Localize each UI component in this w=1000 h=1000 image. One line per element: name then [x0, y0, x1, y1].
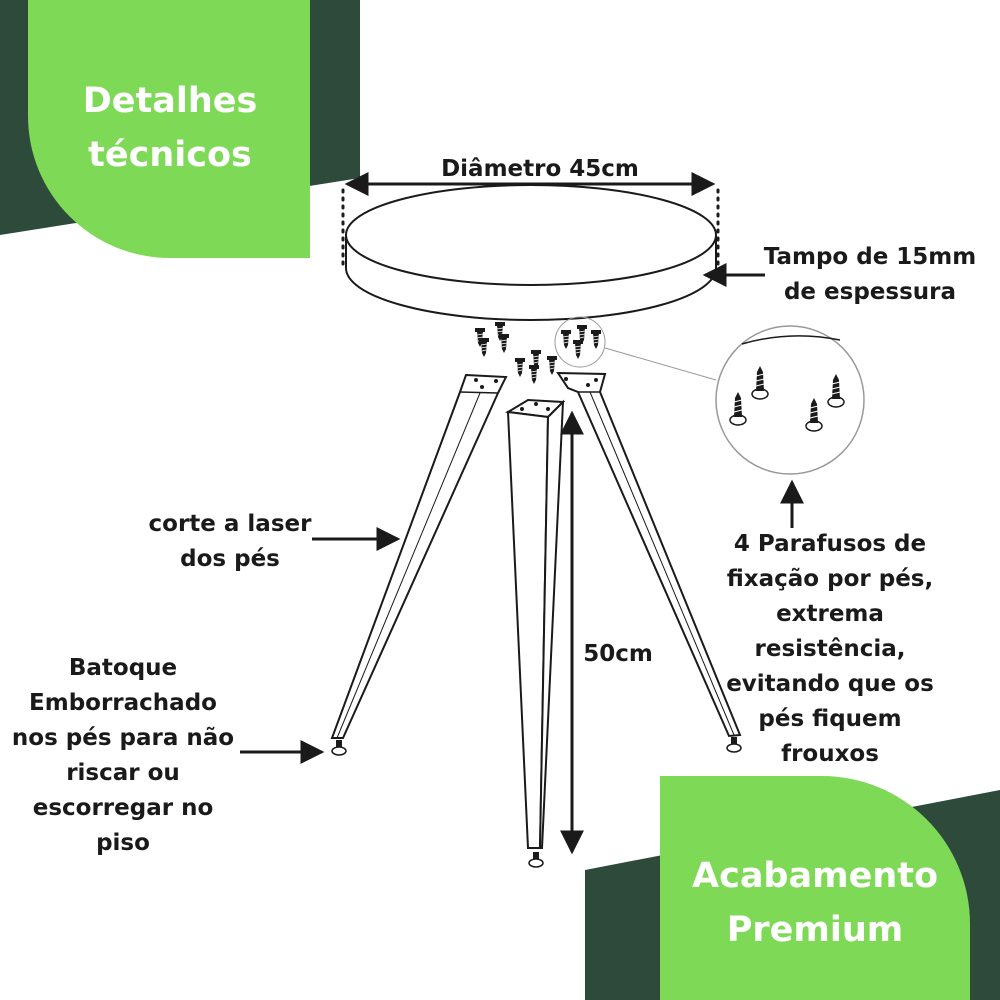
rubber-foot-icon — [331, 739, 347, 756]
top-thickness-label: Tampo de 15mm de espessura — [760, 240, 980, 310]
table-top-drawing — [345, 184, 717, 321]
label-line: 4 Parafusos de — [733, 531, 927, 557]
screws-label: 4 Parafusos de fixação por pés, extrema … — [700, 527, 960, 772]
rubber-feet-label: Batoque Emborrachado nos pés para não ri… — [0, 651, 246, 861]
laser-cut-label: corte a laser dos pés — [120, 507, 340, 577]
label-line: resistência, — [754, 636, 906, 662]
label-line: escorregar no — [32, 795, 214, 821]
badge-line: Acabamento — [691, 856, 939, 896]
label-line: evitando que os — [726, 671, 934, 697]
top-left-badge — [0, 0, 360, 258]
label-line: corte a laser — [148, 511, 312, 537]
badge-title-top-left: Detalhes técnicos — [40, 74, 300, 182]
label-line: piso — [96, 830, 150, 856]
magnifier-circle — [715, 325, 865, 475]
label-line: de espessura — [783, 279, 957, 305]
badge-line: Detalhes — [82, 81, 258, 121]
table-leg-drawing — [556, 371, 742, 738]
height-label: 50cm — [583, 641, 653, 667]
table-leg-drawing — [505, 398, 566, 849]
badge-line: Premium — [726, 910, 904, 950]
rubber-foot-icon — [528, 851, 544, 868]
light-green-circle — [660, 776, 970, 1000]
light-green-circle — [28, 0, 310, 258]
bottom-right-badge — [585, 776, 1000, 1000]
label-line: Tampo de 15mm — [763, 244, 977, 270]
label-line: Emborrachado — [29, 690, 217, 716]
badge-line: técnicos — [88, 135, 252, 175]
label-line: nos pés para não — [11, 725, 235, 751]
label-line: fixação por pés, — [726, 566, 934, 592]
label-line: Batoque — [68, 655, 178, 681]
magnifier-connector — [604, 347, 717, 381]
table-leg-drawing — [330, 373, 508, 739]
label-line: extrema — [776, 601, 884, 627]
label-line: frouxos — [781, 741, 879, 767]
magnifier-small-circle — [554, 316, 606, 368]
badge-title-bottom-right: Acabamento Premium — [670, 849, 960, 957]
label-line: riscar ou — [66, 760, 180, 786]
label-line: pés fiquem — [758, 706, 902, 732]
label-line: dos pés — [180, 546, 280, 572]
diameter-label: Diâmetro 45cm — [441, 156, 639, 182]
